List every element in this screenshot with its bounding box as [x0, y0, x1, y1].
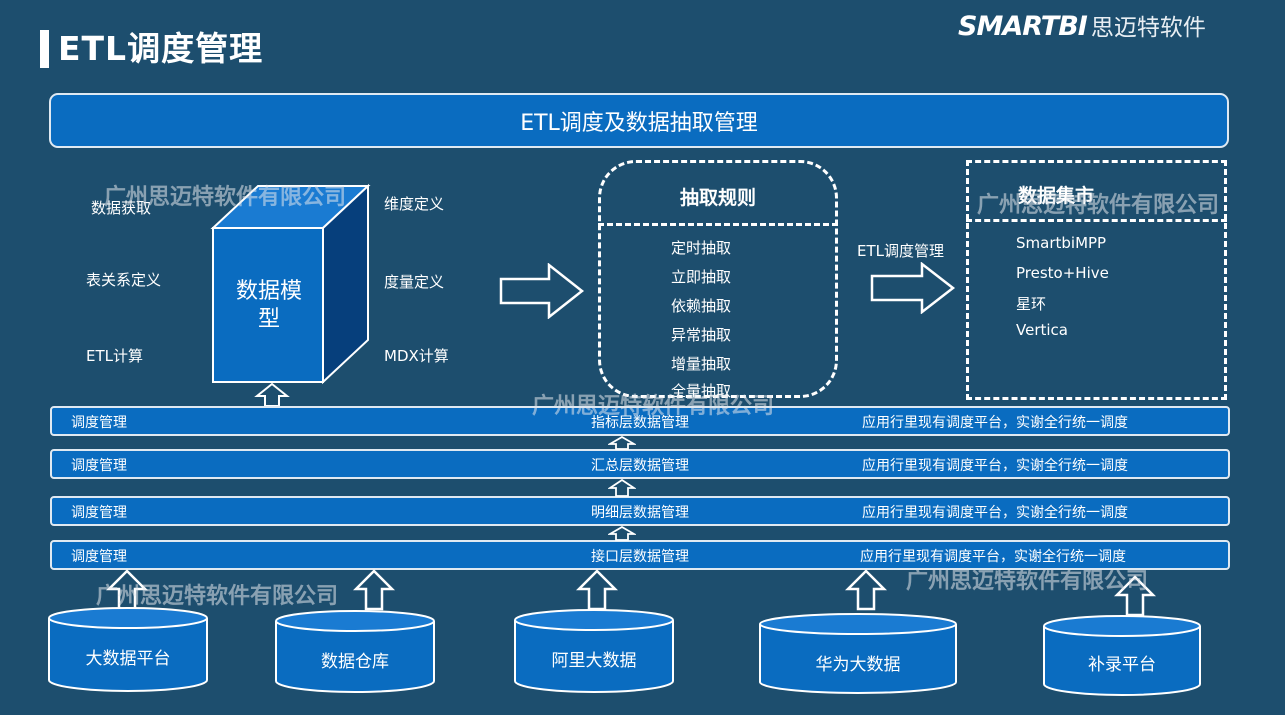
mart-item: SmartbiMPP: [1016, 234, 1107, 252]
layer-center-label: 指标层数据管理: [591, 415, 689, 431]
logo-company: 思迈特软件: [1090, 15, 1206, 41]
watermark: 广州思迈特软件有限公司: [977, 193, 1220, 218]
logo-brand: SMARTBI: [958, 11, 1088, 42]
database-icon: [275, 610, 435, 693]
up-arrow-icon: [254, 382, 290, 407]
layer-bar-summary: 调度管理 汇总层数据管理 应用行里现有调度平台，实谢全行统一调度: [50, 449, 1230, 479]
layer-right-label: 应用行里现有调度平台，实谢全行统一调度: [860, 549, 1126, 565]
mart-item: Vertica: [1016, 321, 1068, 339]
source-cylinder: 阿里大数据: [513, 608, 675, 693]
layer-center-label: 明细层数据管理: [591, 505, 689, 521]
layer-bar-indicator: 调度管理 指标层数据管理 应用行里现有调度平台，实谢全行统一调度: [50, 406, 1230, 436]
source-label: 补录平台: [1088, 655, 1156, 675]
layer-right-label: 应用行里现有调度平台，实谢全行统一调度: [862, 505, 1128, 521]
source-cylinder: 华为大数据: [758, 612, 958, 694]
up-arrow-icon: [845, 569, 887, 611]
model-label-mdx: MDX计算: [384, 347, 449, 365]
layer-right-label: 应用行里现有调度平台，实谢全行统一调度: [862, 415, 1128, 431]
up-arrow-icon: [608, 436, 636, 450]
layer-left-label: 调度管理: [71, 505, 127, 521]
data-model-cube: [210, 183, 371, 385]
right-arrow-icon: [499, 263, 585, 319]
rule-item: 增量抽取: [670, 355, 731, 373]
source-cylinder: 大数据平台: [47, 606, 209, 692]
source-label: 阿里大数据: [551, 651, 637, 671]
mart-item: Presto+Hive: [1016, 264, 1109, 282]
up-arrow-icon: [1114, 575, 1156, 617]
database-icon: [759, 613, 957, 694]
rule-item: 异常抽取: [670, 326, 731, 344]
layer-center-label: 汇总层数据管理: [591, 458, 689, 474]
extraction-rules-title: 抽取规则: [679, 187, 756, 209]
layer-center-label: 接口层数据管理: [591, 549, 689, 565]
model-label-data-acquire: 数据获取: [91, 199, 152, 217]
watermark: 广州思迈特软件有限公司: [104, 185, 347, 210]
data-model-label: 数据模型: [235, 279, 302, 332]
right-arrow-icon: [870, 262, 956, 314]
layer-left-label: 调度管理: [71, 458, 127, 474]
rule-item: 全量抽取: [670, 382, 731, 400]
extraction-rules-divider: [598, 223, 838, 226]
model-label-measure: 度量定义: [384, 273, 445, 291]
data-mart-title: 数据集市: [1017, 185, 1094, 207]
rule-item: 依赖抽取: [670, 297, 731, 315]
title-accent-bar: [40, 30, 49, 68]
data-mart-divider: [966, 219, 1227, 222]
rule-item: 立即抽取: [670, 268, 731, 286]
layer-bar-interface: 调度管理 接口层数据管理 应用行里现有调度平台，实谢全行统一调度: [50, 540, 1230, 570]
layer-bar-detail: 调度管理 明细层数据管理 应用行里现有调度平台，实谢全行统一调度: [50, 496, 1230, 526]
source-label: 华为大数据: [815, 655, 901, 675]
database-icon: [514, 609, 674, 693]
source-cylinder: 数据仓库: [274, 609, 436, 693]
rule-item: 定时抽取: [670, 239, 731, 257]
data-mart-box: [966, 160, 1227, 400]
watermark: 广州思迈特软件有限公司: [96, 584, 339, 609]
database-icon: [48, 607, 208, 692]
layer-right-label: 应用行里现有调度平台，实谢全行统一调度: [862, 458, 1128, 474]
model-label-dimension: 维度定义: [384, 195, 445, 213]
model-label-etl-calc: ETL计算: [86, 347, 143, 365]
etl-banner: ETL调度及数据抽取管理: [49, 93, 1229, 148]
up-arrow-icon: [608, 526, 636, 541]
source-label: 数据仓库: [321, 652, 389, 672]
layer-left-label: 调度管理: [71, 549, 127, 565]
page-title: ETL调度管理: [58, 29, 264, 68]
watermark: 广州思迈特软件有限公司: [532, 394, 775, 419]
extraction-rules-box: [598, 160, 838, 398]
watermark: 广州思迈特软件有限公司: [906, 569, 1149, 594]
model-label-table-relation: 表关系定义: [86, 271, 162, 289]
etl-arrow-label: ETL调度管理: [857, 242, 944, 260]
mart-item: 星环: [1016, 295, 1047, 313]
source-cylinder: 补录平台: [1042, 614, 1202, 696]
up-arrow-icon: [608, 479, 636, 497]
etl-banner-label: ETL调度及数据抽取管理: [520, 110, 758, 136]
layer-left-label: 调度管理: [71, 415, 127, 431]
up-arrow-icon: [353, 569, 395, 611]
source-label: 大数据平台: [85, 649, 171, 669]
database-icon: [1043, 615, 1201, 696]
up-arrow-icon: [576, 569, 618, 611]
